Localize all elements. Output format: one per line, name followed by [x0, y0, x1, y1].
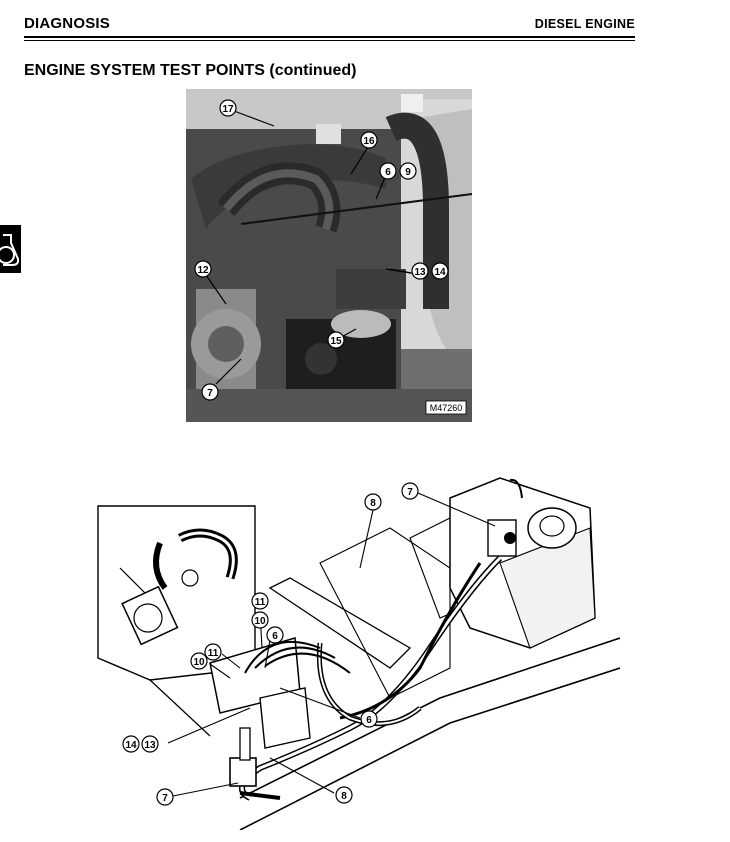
callout-7: 7 [201, 383, 219, 401]
callout-7-bottom: 7 [156, 788, 174, 806]
svg-text:13: 13 [144, 740, 156, 751]
svg-text:6: 6 [272, 631, 278, 642]
svg-text:6: 6 [366, 715, 372, 726]
svg-text:6: 6 [385, 167, 391, 178]
svg-text:12: 12 [197, 265, 209, 276]
side-tab [0, 225, 21, 273]
header-section-label: DIAGNOSIS [24, 15, 110, 32]
callout-11-upper: 11 [251, 592, 269, 610]
engine-photo: 17 16 6 9 12 13 14 15 7 M47260 [186, 89, 472, 422]
svg-text:14: 14 [125, 740, 137, 751]
callout-16: 16 [360, 131, 378, 149]
svg-text:10: 10 [193, 657, 205, 668]
callout-6-upper: 6 [266, 626, 284, 644]
svg-text:7: 7 [407, 487, 413, 498]
page-title: ENGINE SYSTEM TEST POINTS (continued) [24, 62, 357, 79]
figure-id-label: M47260 [425, 400, 467, 415]
svg-text:11: 11 [208, 648, 219, 659]
callout-14: 14 [431, 262, 449, 280]
callout-12: 12 [194, 260, 212, 278]
callout-9: 9 [399, 162, 417, 180]
svg-text:M47260: M47260 [430, 403, 463, 413]
callout-8-bottom: 8 [335, 786, 353, 804]
svg-text:10: 10 [254, 616, 266, 627]
svg-text:8: 8 [370, 498, 376, 509]
svg-text:11: 11 [255, 597, 266, 608]
callout-13: 13 [411, 262, 429, 280]
callout-6: 6 [379, 162, 397, 180]
header-rule-thick [24, 36, 635, 38]
callout-6-lower: 6 [360, 710, 378, 728]
callout-14: 14 [122, 735, 140, 753]
callout-11-lower: 11 [204, 643, 222, 661]
flask-icon [0, 234, 20, 266]
svg-text:7: 7 [207, 388, 213, 399]
svg-text:16: 16 [363, 136, 375, 147]
header-manual-label: DIESEL ENGINE [534, 17, 635, 31]
fuel-system-diagram: 8 7 11 10 6 11 10 6 14 13 7 8 [97, 477, 620, 830]
svg-text:17: 17 [222, 104, 234, 115]
svg-text:13: 13 [414, 267, 426, 278]
svg-text:8: 8 [341, 791, 347, 802]
svg-text:9: 9 [405, 167, 411, 178]
callout-17: 17 [219, 99, 237, 117]
svg-text:14: 14 [434, 267, 446, 278]
svg-text:7: 7 [162, 793, 168, 804]
callout-15: 15 [327, 331, 345, 349]
callout-8-top: 8 [364, 493, 382, 511]
callout-7-top: 7 [401, 482, 419, 500]
svg-text:15: 15 [330, 336, 342, 347]
header-rule-thin [24, 40, 635, 41]
callout-10-upper: 10 [251, 611, 269, 629]
callout-10-lower: 10 [190, 652, 208, 670]
callout-13: 13 [141, 735, 159, 753]
